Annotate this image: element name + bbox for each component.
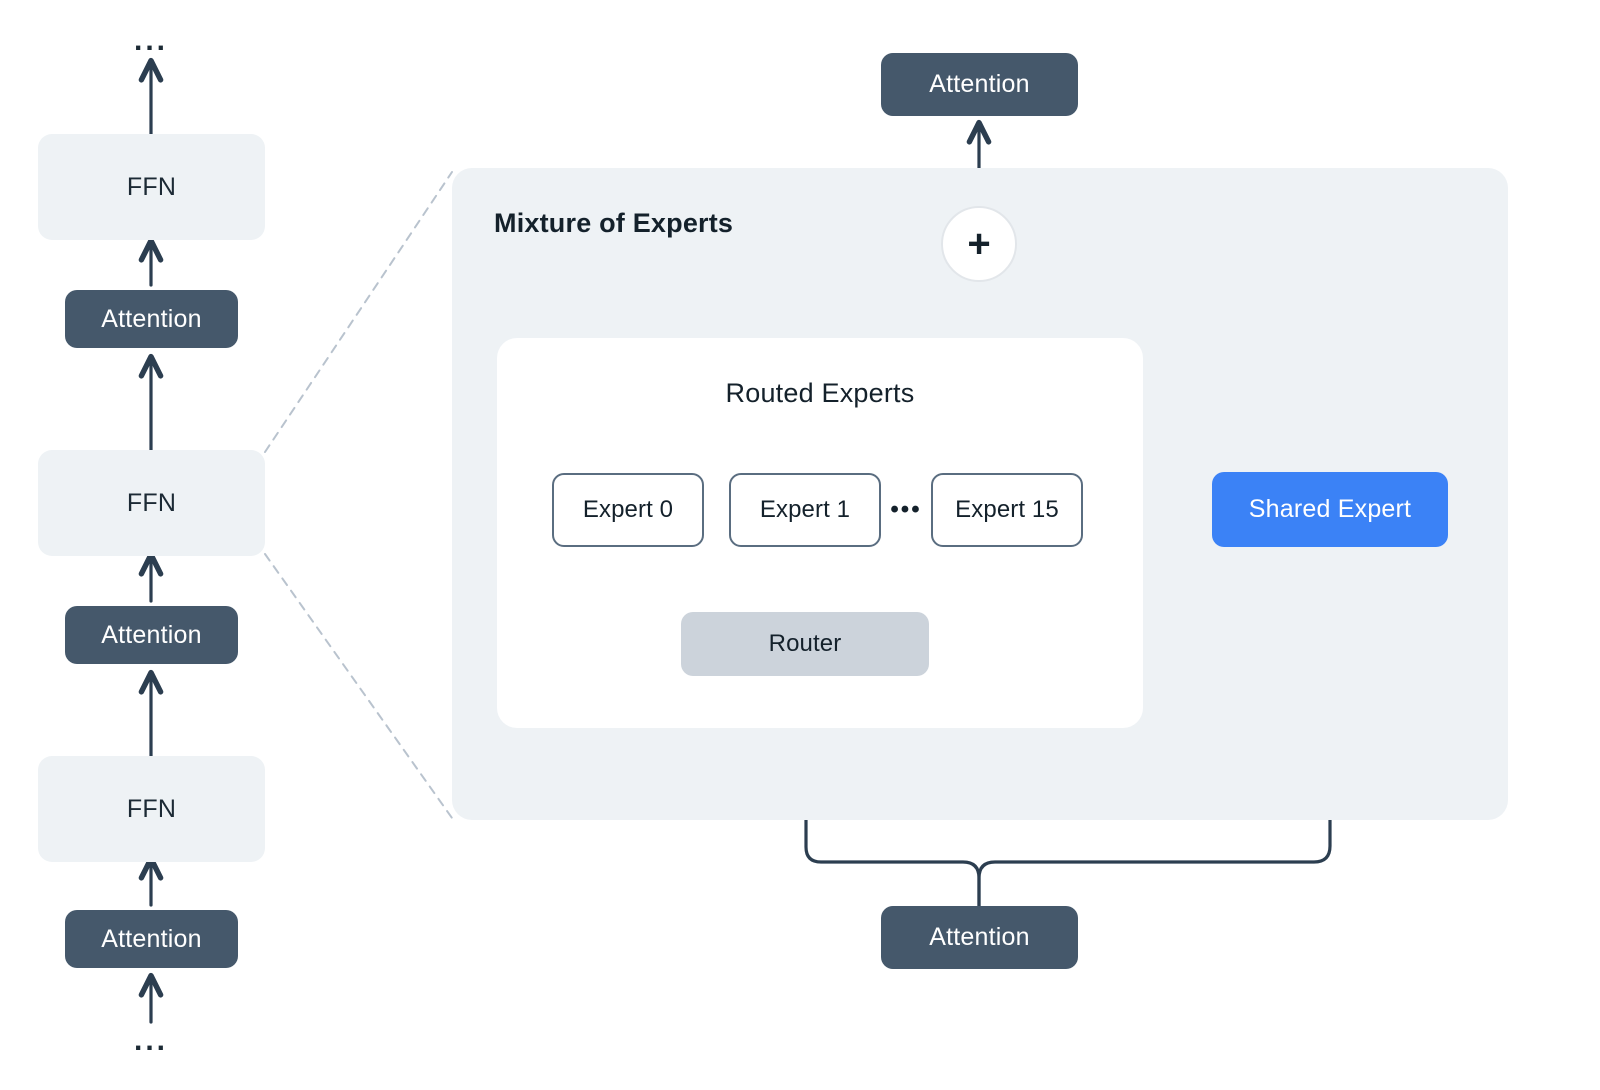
adder-node[interactable]: + — [941, 206, 1017, 282]
left-stack-attention-top[interactable]: Attention — [65, 290, 238, 348]
dashed-connector-top — [264, 171, 453, 453]
left-stack-ffn-bottom[interactable]: FFN — [38, 756, 265, 862]
expert-box-0[interactable]: Expert 0 — [552, 473, 704, 547]
left-stack-top-ellipsis: ... — [133, 24, 168, 57]
moe-output-attention[interactable]: Attention — [881, 53, 1078, 116]
router-box[interactable]: Router — [681, 612, 929, 676]
mixture-of-experts-title: Mixture of Experts — [494, 208, 734, 238]
moe-input-attention[interactable]: Attention — [881, 906, 1078, 969]
left-stack-ffn-middle[interactable]: FFN — [38, 450, 265, 556]
left-stack-attention-bottom[interactable]: Attention — [65, 910, 238, 968]
left-stack-ffn-top[interactable]: FFN — [38, 134, 265, 240]
left-stack-bottom-ellipsis: ... — [133, 1024, 168, 1057]
dashed-connector-bottom — [264, 553, 453, 819]
expert-box-15[interactable]: Expert 15 — [931, 473, 1083, 547]
left-stack-attention-middle[interactable]: Attention — [65, 606, 238, 664]
shared-expert-box[interactable]: Shared Expert — [1212, 472, 1448, 547]
expert-box-1[interactable]: Expert 1 — [729, 473, 881, 547]
routed-experts-title: Routed Experts — [725, 378, 915, 408]
expert-list-ellipsis: ••• — [890, 496, 922, 523]
